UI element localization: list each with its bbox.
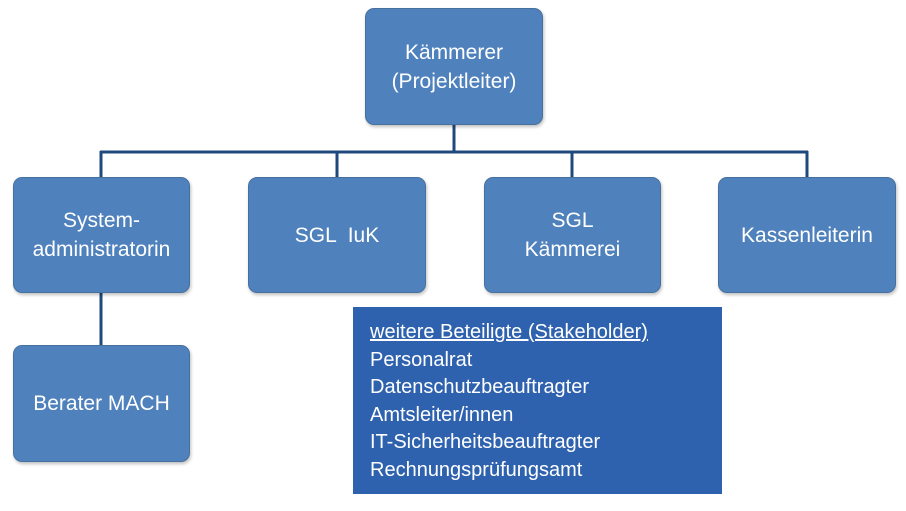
node-label-line1: System- <box>62 209 140 232</box>
node-berater-mach: Berater MACH <box>13 345 190 462</box>
node-sgl-iuk: SGL IuK <box>248 177 426 293</box>
node-systemadministratorin: System- administratorin <box>13 177 190 293</box>
stakeholder-item: Rechnungsprüfungsamt <box>370 458 583 481</box>
node-kassenleiterin: Kassenleiterin <box>718 177 896 293</box>
node-label-line2: (Projektleiter) <box>391 69 517 93</box>
node-label: Kassenleiterin <box>741 223 873 247</box>
stakeholder-heading: weitere Beteiligte (Stakeholder) <box>370 321 648 343</box>
stakeholder-item: Datenschutzbeauftragter <box>370 376 590 398</box>
stakeholder-box: weitere Beteiligte (Stakeholder) Persona… <box>353 307 722 494</box>
stakeholder-item: Amtsleiter/innen <box>370 403 514 426</box>
stakeholder-list: Personalrat Datenschutzbeauftragter Amts… <box>370 347 722 485</box>
node-label-line2: Kämmerei <box>524 238 621 261</box>
node-label-line2: administratorin <box>32 238 171 261</box>
stakeholder-item: IT-Sicherheitsbeauftragter <box>370 431 601 453</box>
node-sgl-kaemmerei: SGL Kämmerei <box>484 177 661 293</box>
node-label: SGL IuK <box>294 223 380 247</box>
node-label: Berater MACH <box>33 392 170 415</box>
node-label-line1: Kämmerer <box>404 40 504 64</box>
stakeholder-item: Personalrat <box>370 348 473 371</box>
node-kaemmerer: Kämmerer (Projektleiter) <box>365 8 543 125</box>
node-label-line1: SGL <box>551 209 594 232</box>
